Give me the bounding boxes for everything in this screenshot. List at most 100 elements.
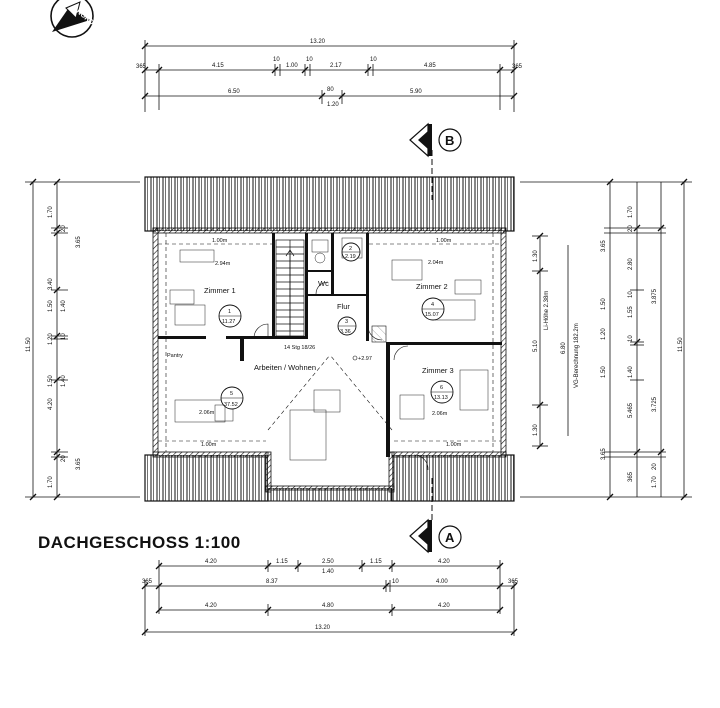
top-dim-label: 2.17 [330, 63, 342, 69]
room-name: Arbeiten / Wohnen [254, 363, 316, 372]
right-dim-label: 1.50 [601, 298, 607, 310]
right-dim-label: 1.20 [601, 328, 607, 340]
section-a-label: A [445, 530, 455, 545]
room-knee-height: 1.00m [201, 442, 217, 448]
room-name: Zimmer 1 [204, 286, 236, 295]
room-zimmer-3: Zimmer 3 6 13.13 2.06m 1.00m [422, 366, 462, 448]
right-dim-label: 3.725 [652, 396, 658, 412]
bottom-dim-label: 1.40 [322, 569, 334, 575]
north-arrow-icon: NORD [50, 0, 95, 38]
level-marker [352, 355, 358, 361]
right-dim-overall: 11.50 [678, 337, 684, 352]
room-number: 2 [349, 246, 352, 252]
knee-wall-lines [158, 233, 501, 452]
top-dim-label: 365 [136, 64, 147, 70]
left-dim-label: 10 [61, 333, 67, 340]
level-label: +2.97 [358, 356, 372, 362]
top-dim-overall: 13.20 [310, 39, 326, 45]
room-name: Zimmer 3 [422, 366, 454, 375]
room-arbeiten-wohnen: Arbeiten / Wohnen 5 37.52 2.06m 1.00m [199, 363, 316, 448]
section-marker-b: B [409, 122, 462, 200]
top-dim-label: 10 [306, 57, 313, 63]
left-dim-label: 1.40 [61, 375, 67, 387]
roof-lower-left [144, 454, 269, 502]
left-dim-label: 3.40 [48, 278, 54, 290]
top-dim-label: 365 [512, 64, 523, 70]
room-knee-height: 1.00m [446, 442, 462, 448]
left-dim-label: 4.20 [48, 398, 54, 410]
left-dim-label: 20 [61, 225, 67, 232]
room-number: 1 [228, 309, 231, 315]
room-knee-height: 1.00m [436, 238, 452, 244]
right-note: 1.30 [533, 424, 539, 436]
right-dim-label: 10 [628, 335, 634, 342]
bottom-dim-label: 4.20 [438, 559, 450, 565]
right-note: VG-Berechnung 182.2m [574, 323, 580, 388]
right-note: 6.80 [561, 342, 567, 354]
room-number: 3 [345, 319, 348, 325]
left-dim-label: 3.65 [76, 458, 82, 470]
top-dim-label: 6.50 [228, 89, 240, 95]
top-dim-label: 5.90 [410, 89, 422, 95]
section-marker-a: A [409, 478, 462, 554]
right-dim-label: 365 [628, 471, 634, 482]
top-dim-label: 10 [273, 57, 280, 63]
right-dim-label: 5.465 [628, 402, 634, 418]
room-area: 13.13 [434, 395, 448, 401]
room-height: 2.04m [428, 260, 444, 266]
bottom-dim-label: 4.20 [205, 559, 217, 565]
right-dim-label: 2.80 [628, 258, 634, 270]
right-dimension-ticks [536, 178, 688, 501]
room-zimmer-2: Zimmer 2 4 15.07 2.04m 1.00m [416, 238, 452, 321]
bottom-dim-overall: 13.20 [315, 625, 331, 631]
room-height: 2.06m [199, 410, 215, 416]
section-b-label: B [445, 133, 454, 148]
bottom-dim-label: 365 [142, 579, 153, 585]
top-dim-label: 4.15 [212, 63, 224, 69]
bottom-dim-label: 8.37 [266, 579, 278, 585]
room-name: Wc [318, 279, 329, 288]
staircase [275, 239, 305, 337]
room-name: Zimmer 2 [416, 282, 448, 291]
right-note: 5.10 [533, 340, 539, 352]
inner-walls [158, 233, 502, 457]
stair-void-hatch [371, 325, 387, 343]
left-dimensions [25, 181, 140, 498]
top-dim-label: 4.85 [424, 63, 436, 69]
left-dim-label: 1.50 [48, 300, 54, 312]
left-dimension-labels: 1.70 20 3.65 3.40 10 1.50 1.40 1.20 1.50… [26, 206, 82, 488]
roof-upper [144, 176, 515, 232]
stair-label: 14 Stg 18/26 [284, 345, 315, 351]
pantry-label: Pantry [167, 353, 183, 359]
top-dim-label: 1.20 [327, 102, 339, 108]
right-dim-label: 20 [628, 225, 634, 232]
right-dim-label: 1.50 [601, 366, 607, 378]
right-note: Li-Höhe 2.38m [544, 291, 550, 330]
top-dimension-ticks [141, 42, 518, 100]
dormer-floor [268, 455, 392, 488]
room-knee-height: 1.00m [212, 238, 228, 244]
right-dim-label: 1.70 [652, 476, 658, 488]
top-dim-label: 10 [370, 57, 377, 63]
room-area: 3.36 [340, 329, 351, 335]
left-dim-label: 1.20 [48, 333, 54, 345]
room-number: 5 [230, 391, 233, 397]
bottom-dim-label: 2.50 [322, 559, 334, 565]
right-dim-label: 1.40 [628, 366, 634, 378]
bottom-dim-label: 10 [392, 579, 399, 585]
bottom-dim-label: 4.20 [205, 603, 217, 609]
room-number: 6 [440, 385, 443, 391]
left-dim-label: 3.65 [76, 236, 82, 248]
room-area: 15.07 [425, 312, 439, 318]
top-dim-label: 80 [327, 87, 334, 93]
room-zimmer-1: Zimmer 1 1 11.27 2.94m 1.00m [204, 238, 242, 328]
outer-walls [152, 227, 507, 493]
room-wc: Wc 2 2.19 [318, 242, 361, 288]
right-dim-label: 1.55 [628, 306, 634, 318]
bottom-dim-label: 365 [508, 579, 519, 585]
room-height: 2.94m [215, 261, 231, 267]
right-note: 1.30 [533, 250, 539, 262]
roof-lower-right [391, 454, 515, 502]
right-dim-label: 10 [628, 291, 634, 298]
